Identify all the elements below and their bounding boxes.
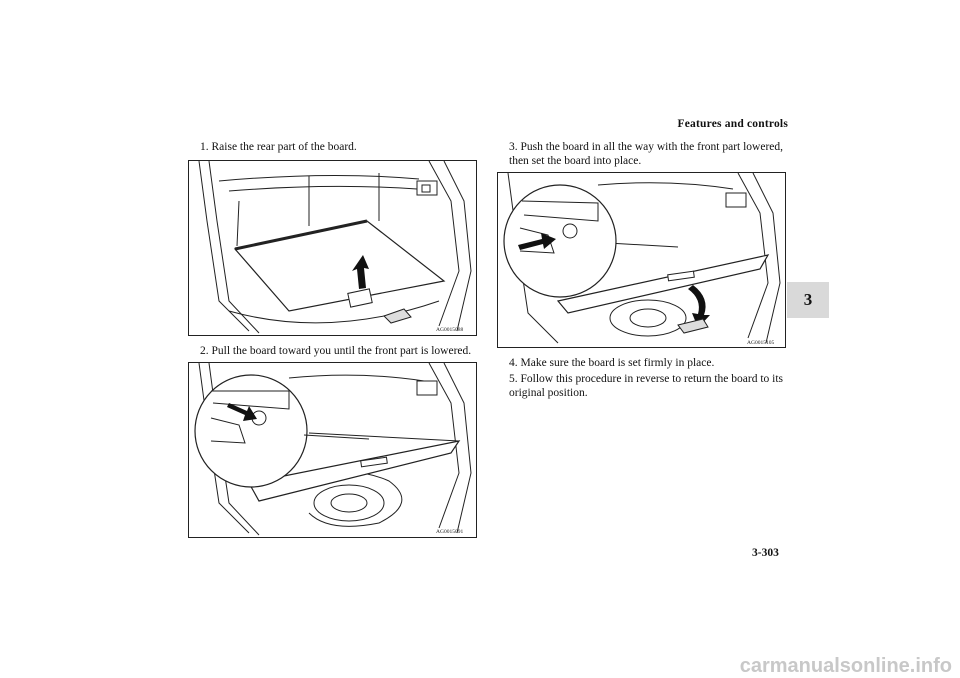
step-5-text: 5. Follow this procedure in reverse to r…: [509, 373, 784, 399]
page-number: 3-303: [752, 547, 779, 559]
step-1-text: 1. Raise the rear part of the board.: [200, 141, 357, 153]
watermark: carmanualsonline.info: [739, 655, 952, 677]
figure-code-3: AG0015105: [747, 340, 775, 346]
figure-raise-board: [188, 160, 477, 336]
figure-push-board: [497, 172, 786, 348]
figure-pull-board: [188, 362, 477, 538]
cargo-illustration-1: [198, 161, 472, 334]
figure-code-2: AG0015091: [436, 529, 464, 535]
step-3-text: 3. Push the board in all the way with th…: [509, 141, 784, 167]
cargo-illustration-3: [503, 173, 781, 344]
section-header: Features and controls: [677, 118, 788, 130]
step-2-text: 2. Pull the board toward you until the f…: [200, 345, 472, 357]
figure-code-1: AG0015088: [436, 327, 464, 333]
step-4-text: 4. Make sure the board is set firmly in …: [509, 357, 715, 369]
chapter-tab: 3: [787, 282, 829, 318]
cargo-illustration-2: [194, 363, 472, 536]
